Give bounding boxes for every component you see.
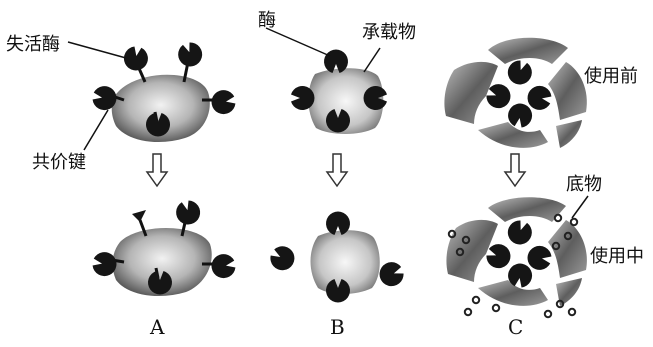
enzyme-icon — [210, 252, 237, 280]
substrate-icon — [449, 231, 455, 237]
substrate-icon — [571, 219, 577, 225]
enzyme-icon — [364, 86, 387, 110]
panel-label-a: A — [149, 315, 165, 339]
enzyme-icon — [526, 244, 553, 272]
label-pointer-substrate — [572, 196, 588, 218]
panel-label-c: C — [508, 315, 523, 339]
enzyme-icon — [504, 218, 535, 248]
enzyme-icon — [504, 58, 535, 88]
enzyme-icon — [526, 84, 553, 112]
detached-enzyme-icon — [266, 242, 298, 275]
enzyme-icon — [122, 45, 150, 72]
label-enzyme: 酶 — [258, 10, 276, 31]
carrier-c-top — [444, 38, 586, 148]
down-arrow-icon — [147, 154, 167, 186]
label-before-use: 使用前 — [584, 66, 638, 87]
label-inactive-enzyme: 失活酶 — [6, 34, 60, 55]
transition-arrows — [147, 154, 525, 186]
enzyme-icon — [175, 40, 206, 70]
down-arrow-icon — [505, 154, 525, 186]
enzyme-icon — [174, 198, 203, 227]
label-in-use: 使用中 — [590, 246, 644, 267]
detached-enzyme-icon — [376, 259, 406, 290]
substrate-icon — [473, 297, 479, 303]
substrate-icon — [465, 309, 471, 315]
down-arrow-icon — [327, 154, 347, 186]
broken-enzyme-icon — [132, 210, 146, 222]
enzyme-icon — [210, 88, 237, 116]
enzyme-icon — [291, 86, 314, 110]
substrate-icon — [493, 305, 499, 311]
label-carrier: 承载物 — [362, 22, 416, 43]
label-substrate: 底物 — [566, 174, 602, 195]
substrate-icon — [555, 215, 561, 221]
label-covalent-bond: 共价键 — [32, 152, 86, 173]
carrier-c-bottom — [446, 197, 586, 306]
panel-label-b: B — [330, 315, 345, 339]
substrate-icon — [569, 309, 575, 315]
substrate-icon — [545, 311, 551, 317]
